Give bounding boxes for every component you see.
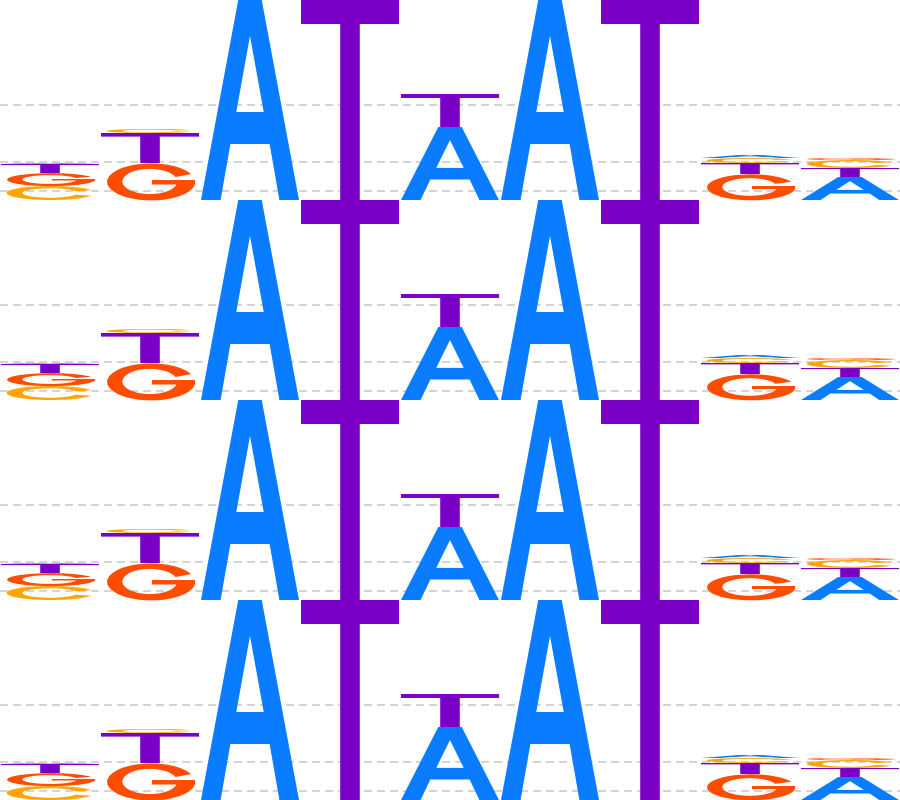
logo-letter-T-pos4	[301, 600, 399, 800]
logo-letter-T-pos1	[1, 364, 99, 373]
logo-panel-2	[0, 200, 900, 401]
logo-letter-C-pos8	[706, 158, 792, 163]
logo-letter-T-pos7	[601, 400, 699, 600]
logo-letter-G-pos2	[107, 763, 196, 800]
logo-panel-3	[0, 400, 900, 601]
logo-letter-C-pos9	[806, 160, 892, 168]
logo-letter-C-pos8	[706, 358, 792, 363]
logo-letter-A-pos9	[801, 377, 899, 400]
logo-letter-A-pos8	[701, 755, 799, 758]
logo-letter-G-pos9	[807, 358, 896, 361]
logo-letter-T-pos5	[401, 694, 499, 727]
logo-letter-C-pos2	[106, 129, 192, 133]
logo-letter-T-pos7	[601, 200, 699, 400]
logo-letter-A-pos5	[401, 127, 499, 200]
logo-letter-A-pos8	[701, 555, 799, 558]
logo-letter-C-pos1	[6, 586, 92, 600]
logo-letter-G-pos8	[707, 374, 796, 401]
logo-letter-A-pos1	[1, 763, 99, 764]
logo-letter-T-pos8	[701, 363, 799, 374]
logo-letter-T-pos4	[301, 200, 399, 400]
logo-letter-A-pos9	[801, 777, 899, 800]
logo-letter-G-pos2	[107, 363, 196, 401]
logo-letter-G-pos9	[807, 758, 896, 761]
logo-letter-T-pos5	[401, 94, 499, 127]
logo-letter-A-pos5	[401, 327, 499, 400]
logo-letter-A-pos3	[201, 600, 299, 800]
logo-letter-A-pos8	[701, 355, 799, 358]
logo-letter-C-pos9	[806, 360, 892, 368]
logo-letter-G-pos8	[707, 574, 796, 601]
logo-letter-A-pos3	[201, 400, 299, 600]
logo-letter-C-pos2	[106, 329, 192, 333]
logo-letter-T-pos8	[701, 163, 799, 174]
logo-letter-A-pos6	[501, 600, 599, 800]
logo-letter-C-pos9	[806, 760, 892, 768]
logo-letter-T-pos5	[401, 294, 499, 327]
logo-letter-G-pos8	[707, 774, 796, 800]
logo-letter-G-pos1	[7, 173, 96, 187]
logo-panel-4	[0, 600, 900, 800]
logo-letter-C-pos1	[6, 186, 92, 200]
logo-letter-C-pos2	[106, 729, 192, 733]
logo-letter-T-pos2	[101, 133, 199, 163]
logo-letter-T-pos5	[401, 494, 499, 527]
logo-letter-A-pos3	[201, 0, 299, 200]
logo-letter-C-pos1	[6, 386, 92, 400]
logo-letter-T-pos9	[801, 568, 899, 577]
logo-letter-G-pos1	[7, 573, 96, 587]
logo-letter-A-pos5	[401, 527, 499, 600]
logo-letter-T-pos1	[1, 564, 99, 573]
logo-letter-T-pos9	[801, 768, 899, 777]
logo-letter-C-pos2	[106, 529, 192, 533]
logo-letter-G-pos2	[107, 563, 196, 601]
logo-letter-G-pos2	[107, 163, 196, 201]
logo-letter-T-pos2	[101, 733, 199, 763]
logo-letter-T-pos1	[1, 764, 99, 773]
logo-letter-T-pos2	[101, 533, 199, 563]
logo-letter-A-pos6	[501, 0, 599, 200]
logo-letter-A-pos1	[1, 163, 99, 164]
logo-letter-T-pos2	[101, 333, 199, 363]
logo-letter-T-pos8	[701, 563, 799, 574]
logo-letter-C-pos1	[6, 786, 92, 800]
logo-letter-T-pos7	[601, 0, 699, 200]
logo-letter-T-pos8	[701, 763, 799, 774]
logo-letter-A-pos9	[801, 577, 899, 600]
logo-letter-T-pos7	[601, 600, 699, 800]
logo-letter-T-pos4	[301, 0, 399, 200]
logo-letter-A-pos1	[1, 363, 99, 364]
logo-letter-A-pos3	[201, 200, 299, 400]
logo-letter-T-pos9	[801, 168, 899, 177]
logo-letter-A-pos6	[501, 400, 599, 600]
logo-letter-A-pos5	[401, 727, 499, 800]
logo-letter-C-pos9	[806, 560, 892, 568]
logo-letter-T-pos1	[1, 164, 99, 173]
logo-letter-G-pos1	[7, 373, 96, 387]
logo-letter-C-pos8	[706, 558, 792, 563]
logo-letter-G-pos9	[807, 558, 896, 561]
logo-letter-A-pos9	[801, 177, 899, 200]
logo-letter-A-pos6	[501, 200, 599, 400]
logo-letter-A-pos8	[701, 155, 799, 158]
logo-letter-G-pos1	[7, 773, 96, 787]
logo-letter-G-pos9	[807, 158, 896, 161]
logo-letter-T-pos9	[801, 368, 899, 377]
logo-letter-G-pos8	[707, 174, 796, 201]
logo-letter-T-pos4	[301, 400, 399, 600]
logo-letter-C-pos8	[706, 758, 792, 763]
logo-panel-1	[0, 0, 900, 201]
logo-letter-A-pos1	[1, 563, 99, 564]
